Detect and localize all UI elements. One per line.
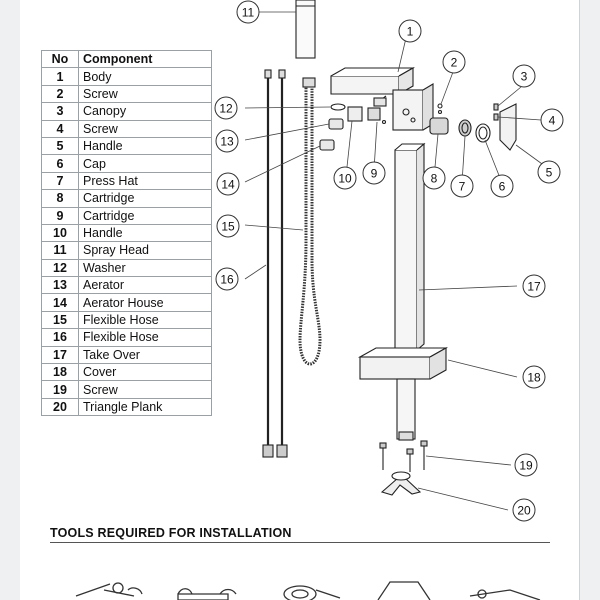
callout-3: 3 [512,64,536,88]
callout-15: 15 [216,214,240,238]
row-component: Press Hat [78,171,212,191]
screws-19 [379,440,428,472]
handle-right [499,103,517,151]
flexible-hose-long [262,69,288,458]
cartridge-left [367,107,381,121]
callout-2: 2 [442,50,466,74]
callout-number: 2 [451,56,458,70]
row-number: 18 [41,363,79,382]
washer [330,103,346,111]
aerator-house [319,139,335,151]
callout-6: 6 [490,174,514,198]
row-component: Spray Head [78,241,212,260]
right-border [580,0,600,600]
pliers-icon [283,585,341,600]
adjustable-spanner-icon [177,588,237,600]
row-component: Aerator House [78,293,212,312]
callout-number: 5 [546,166,553,180]
callout-number: 19 [519,459,533,473]
callout-number: 13 [220,135,234,149]
callout-20: 20 [512,498,536,522]
table-header: No Component [41,49,212,69]
callout-number: 3 [521,70,528,84]
callout-number: 20 [517,504,531,518]
cover [357,347,449,441]
callout-number: 6 [499,180,506,194]
screw-2 [437,103,443,109]
aerator [328,118,344,130]
callout-number: 9 [371,167,378,181]
screw-4 [493,113,499,121]
callout-number: 8 [431,172,438,186]
callout-number: 1 [407,25,414,39]
right-border-line [579,0,580,600]
callout-14: 14 [216,172,240,196]
cartridge-right [429,117,449,135]
row-number: 20 [41,397,79,417]
header-component: Component [78,49,212,69]
callout-4: 4 [540,108,564,132]
callout-7: 7 [450,174,474,198]
row-component: Cap [78,154,212,173]
callout-5: 5 [537,160,561,184]
row-component: Flexible Hose [78,328,212,347]
callout-number: 10 [338,172,352,186]
wrench-icon [75,582,143,597]
tools-divider [50,542,550,543]
callout-12: 12 [214,96,238,120]
spray-head [295,0,316,59]
callout-10: 10 [333,166,357,190]
callout-19: 19 [514,453,538,477]
callout-number: 14 [221,178,235,192]
tools-title: TOOLS REQUIRED FOR INSTALLATION [50,526,292,540]
callout-number: 16 [220,273,234,287]
callout-18: 18 [522,365,546,389]
row-component: Screw [78,380,212,399]
callout-9: 9 [362,161,386,185]
take-over [394,142,426,351]
cap [475,123,491,143]
row-component: Triangle Plank [78,397,212,417]
flexible-hose-spiral [298,85,322,366]
callout-number: 11 [242,6,255,20]
callout-17: 17 [522,274,546,298]
callout-11: 11 [236,0,260,24]
callout-13: 13 [215,129,239,153]
tape-icon [377,581,431,600]
tool-icons [75,581,541,600]
row-component: Body [78,67,212,86]
callout-number: 18 [527,371,541,385]
row-component: Washer [78,258,212,278]
callout-1: 1 [398,19,422,43]
callout-number: 12 [219,102,233,116]
callout-number: 7 [459,180,466,194]
callout-number: 17 [527,280,541,294]
handle-left [347,106,363,122]
level-icon [469,589,541,600]
callout-8: 8 [422,166,446,190]
row-number: 17 [41,345,79,365]
callout-number: 4 [549,114,556,128]
press-hat [458,119,472,137]
triangle-plank [380,471,422,496]
callout-16: 16 [215,267,239,291]
callout-number: 15 [221,220,235,234]
left-border [0,0,20,600]
canopy [493,103,499,111]
